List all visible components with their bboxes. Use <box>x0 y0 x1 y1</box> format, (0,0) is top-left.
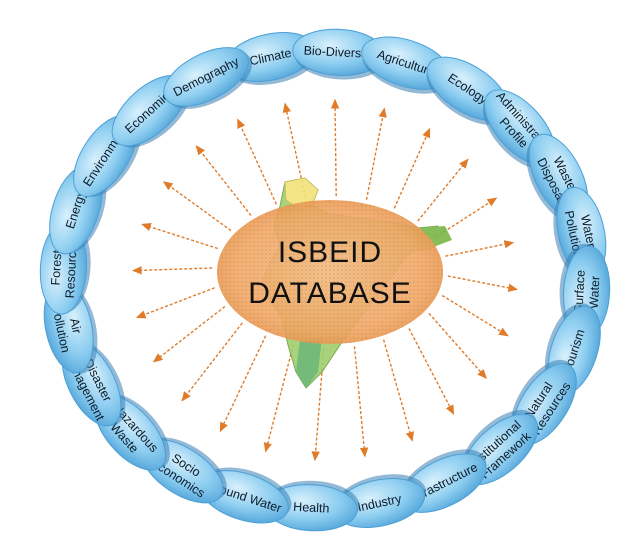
arrow-economics <box>195 145 252 216</box>
node-label: Health <box>293 500 330 516</box>
center-node: ISBEID DATABASE <box>217 200 443 344</box>
arrow-air-pollution <box>135 287 215 319</box>
arrow-tourism <box>441 294 509 337</box>
arrow-institutional-framework <box>408 328 455 416</box>
arrows-layer <box>131 98 519 462</box>
node-bio-diversity: Bio-Diversity <box>292 28 387 80</box>
center-title-line2: DATABASE <box>248 277 412 310</box>
arrow-bio-diversity <box>330 98 340 197</box>
arrow-agriculture <box>365 107 387 200</box>
node-pill <box>163 47 249 107</box>
arrow-natural-resources <box>428 312 487 380</box>
arrow-environment <box>162 181 232 232</box>
node-industry: Industry <box>333 474 426 528</box>
node-health: Health <box>264 480 360 532</box>
arrow-water-pollution <box>445 240 515 257</box>
arrow-hazardous-waste <box>181 322 243 402</box>
arrow-health <box>311 347 325 462</box>
arrow-surface-water <box>447 275 519 292</box>
arrow-industry <box>353 346 369 458</box>
arrow-forest-resources <box>131 266 213 275</box>
arrow-ground-water <box>263 344 295 453</box>
arrow-disaster-management <box>152 305 226 363</box>
arrow-infrastructure <box>382 339 414 442</box>
arrow-administrative-profile <box>417 158 469 222</box>
arrow-demography <box>237 118 278 205</box>
node-label: SurfaceWater <box>571 270 602 315</box>
arrow-socio-economics <box>219 335 267 433</box>
arrow-energy <box>141 222 219 250</box>
center-title-line1: ISBEID <box>278 236 382 269</box>
arrow-ecology <box>393 127 431 209</box>
node-label: Bio-Diversity <box>303 43 375 61</box>
